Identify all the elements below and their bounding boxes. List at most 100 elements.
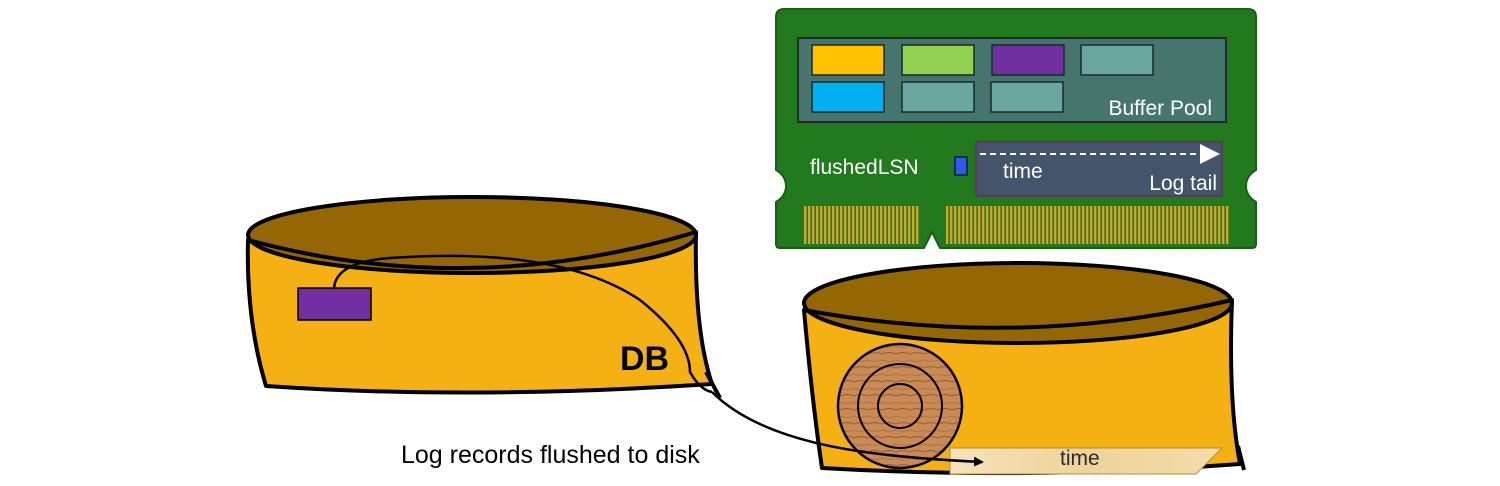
- log-disk-tick: [1236, 445, 1246, 471]
- buffer-pool-pages: [811, 44, 1154, 113]
- flushed-lsn-label: flushedLSN: [810, 156, 919, 179]
- contact-pin: [1018, 206, 1021, 244]
- contact-pin: [1090, 206, 1093, 244]
- buffer-page-4: [1080, 44, 1154, 76]
- contact-pin: [1154, 206, 1157, 244]
- buffer-page-6: [901, 81, 975, 113]
- contact-pin: [808, 206, 811, 244]
- contact-pin: [1122, 206, 1125, 244]
- log-disk-time-label: time: [1060, 447, 1100, 470]
- gold-contacts: [804, 206, 1229, 244]
- contact-pin: [1102, 206, 1105, 244]
- contact-pin: [966, 206, 969, 244]
- contact-pin: [986, 206, 989, 244]
- contact-pin: [1150, 206, 1153, 244]
- contact-pin: [1198, 206, 1201, 244]
- contact-pin: [888, 206, 891, 244]
- contact-pin: [912, 206, 915, 244]
- contact-pin: [900, 206, 903, 244]
- contact-pin: [1118, 206, 1121, 244]
- contact-pin: [1214, 206, 1217, 244]
- contact-pin: [1014, 206, 1017, 244]
- contact-pin: [990, 206, 993, 244]
- contact-pin: [958, 206, 961, 244]
- contact-pin: [1158, 206, 1161, 244]
- contact-pin: [1130, 206, 1133, 244]
- db-disk-tick: [704, 371, 722, 399]
- contact-pin: [1110, 206, 1113, 244]
- log-disk-rim: [803, 298, 1233, 330]
- contact-pin: [1026, 206, 1029, 244]
- contact-pin: [1042, 206, 1045, 244]
- contact-pin: [962, 206, 965, 244]
- contact-pin: [982, 206, 985, 244]
- contact-pin: [832, 206, 835, 244]
- contact-pin: [1050, 206, 1053, 244]
- contact-pin: [1046, 206, 1049, 244]
- contact-pin: [880, 206, 883, 244]
- contact-pin: [1226, 206, 1229, 244]
- contact-pin: [892, 206, 895, 244]
- contact-pin: [916, 206, 919, 244]
- contact-pin: [852, 206, 855, 244]
- contact-pin: [1094, 206, 1097, 244]
- log-disk: time: [802, 261, 1246, 476]
- contact-pin: [844, 206, 847, 244]
- log-records-strip: [949, 447, 1224, 475]
- contact-pin: [1074, 206, 1077, 244]
- flush-caption: Log records flushed to disk: [401, 441, 700, 469]
- contact-pin: [812, 206, 815, 244]
- contact-pin: [950, 206, 953, 244]
- log-wood-icon: [836, 342, 964, 470]
- contact-pin: [1038, 206, 1041, 244]
- contact-pin: [1166, 206, 1169, 244]
- contact-pin: [1054, 206, 1057, 244]
- contact-pin: [860, 206, 863, 244]
- buffer-page-3: [991, 44, 1065, 76]
- contact-pin: [1106, 206, 1109, 244]
- contact-pin: [856, 206, 859, 244]
- db-data-page: [297, 287, 372, 321]
- contact-pin: [816, 206, 819, 244]
- contact-pin: [828, 206, 831, 244]
- contact-pin: [998, 206, 1001, 244]
- log-tail-label: Log tail: [1149, 172, 1217, 195]
- contact-pin: [904, 206, 907, 244]
- contact-pin: [1146, 206, 1149, 244]
- contact-pin: [1218, 206, 1221, 244]
- contact-pin: [868, 206, 871, 244]
- contact-pin: [804, 206, 807, 244]
- buffer-page-7: [990, 81, 1064, 113]
- contact-pin: [1182, 206, 1185, 244]
- log-tail-buffer: [975, 141, 1223, 197]
- memory-module: Buffer Pool flushedLSN time Log tail: [775, 8, 1257, 249]
- contact-pin: [1006, 206, 1009, 244]
- contact-pin: [1162, 206, 1165, 244]
- buffer-page-1: [811, 44, 885, 76]
- contact-pin: [978, 206, 981, 244]
- db-disk: DB: [245, 195, 722, 399]
- contact-pin: [1066, 206, 1069, 244]
- contact-pin: [1210, 206, 1213, 244]
- contact-pin: [1082, 206, 1085, 244]
- db-disk-top: [246, 195, 698, 275]
- contact-pin: [1170, 206, 1173, 244]
- log-tail-time-label: time: [1003, 160, 1043, 183]
- contact-pin: [1142, 206, 1145, 244]
- contact-pin: [1070, 206, 1073, 244]
- contact-pin: [1202, 206, 1205, 244]
- contact-pin: [836, 206, 839, 244]
- contact-pin: [974, 206, 977, 244]
- contact-pin: [896, 206, 899, 244]
- contact-pin: [876, 206, 879, 244]
- contact-pin: [954, 206, 957, 244]
- contact-pin: [970, 206, 973, 244]
- contact-pin: [1174, 206, 1177, 244]
- contact-pin: [1114, 206, 1117, 244]
- contact-pin: [1010, 206, 1013, 244]
- contact-pin: [824, 206, 827, 244]
- contact-pin: [848, 206, 851, 244]
- db-label: DB: [620, 340, 669, 378]
- contact-pin: [1190, 206, 1193, 244]
